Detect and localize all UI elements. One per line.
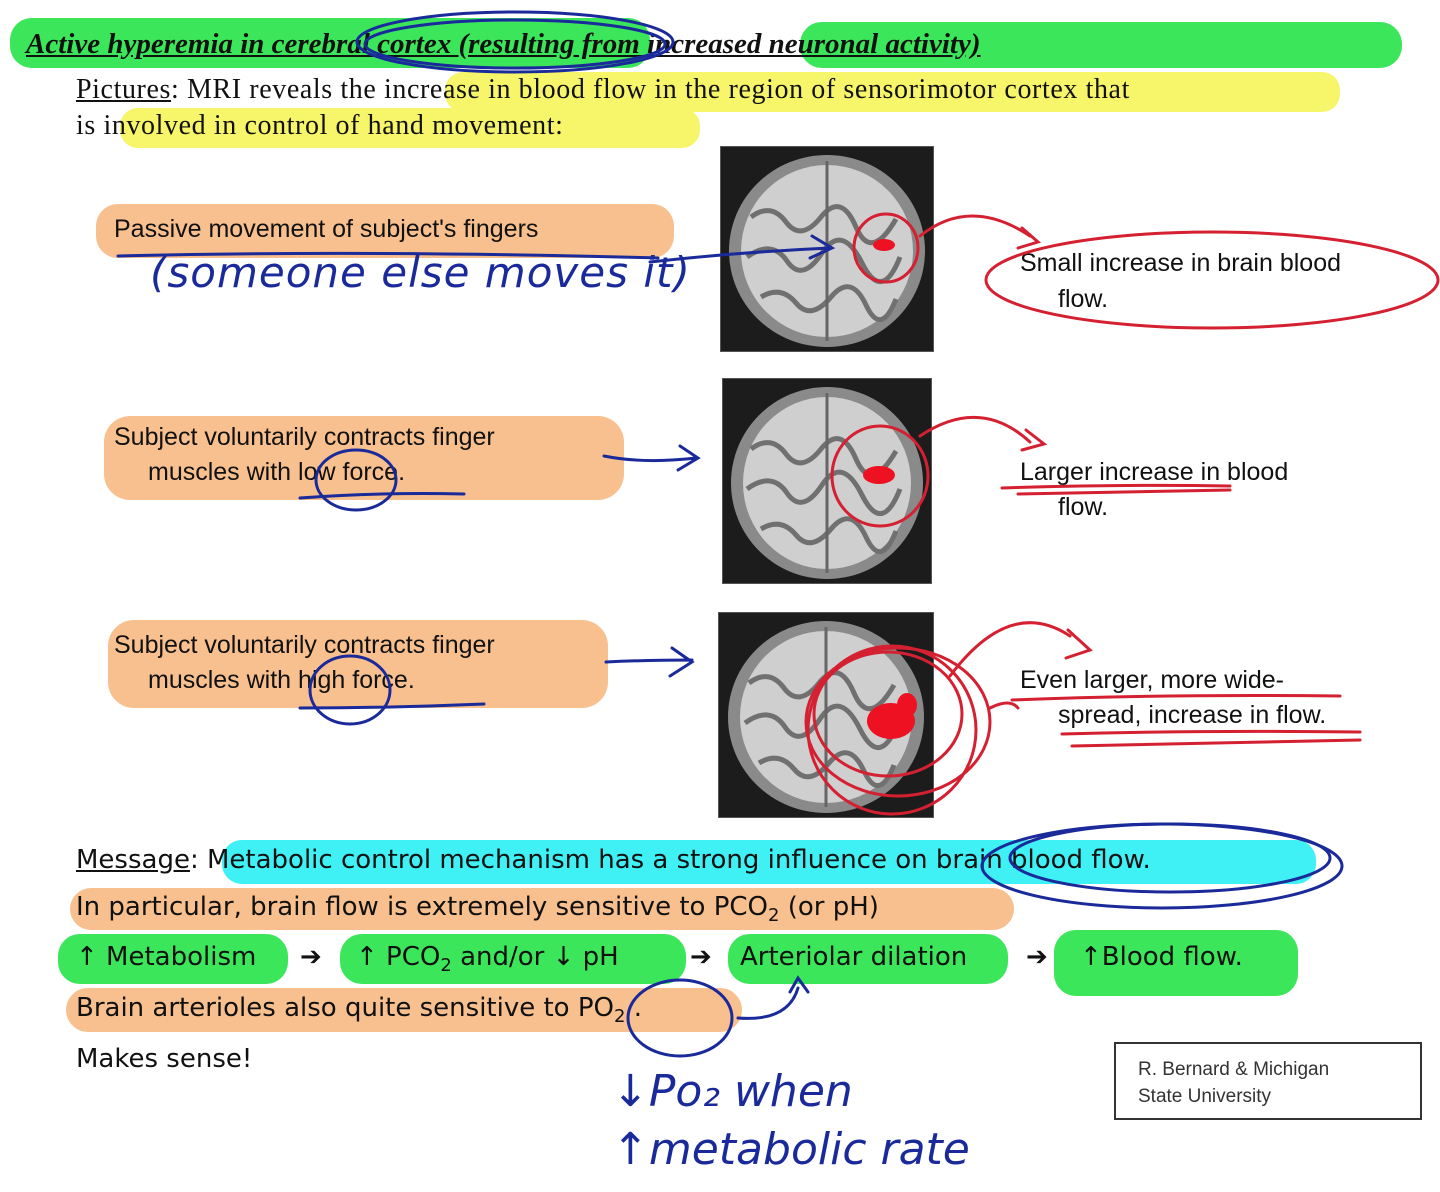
- chain-step-2: ↑ PCO2 and/or ↓ pH: [356, 942, 619, 976]
- handwritten-note-po2-line-1: ↓Po₂ when: [612, 1066, 853, 1117]
- result-2-line-1: Larger increase in blood: [1020, 458, 1289, 486]
- blue-arrow-po2-to-dilation: [736, 975, 810, 1020]
- pictures-line-2: is involved in control of hand movement:: [76, 110, 564, 141]
- arterioles-end: .: [625, 993, 642, 1023]
- result-1-line-1: Small increase in brain blood: [1020, 249, 1342, 277]
- handwritten-note-someone-else: (someone else moves it): [150, 248, 691, 297]
- intro-highlight-2: [120, 108, 700, 148]
- chain-arrow-3: ➔: [1026, 942, 1048, 972]
- condition-3-line-1: Subject voluntarily contracts finger: [114, 631, 495, 659]
- message-label: Message: [76, 845, 190, 875]
- condition-3-line-2: muscles with high force.: [148, 666, 415, 694]
- intro-highlight-1: [445, 72, 1340, 112]
- chain-arrow-2: ➔: [690, 942, 712, 972]
- chain-step-1: ↑ Metabolism: [76, 942, 257, 972]
- mri-image-high-force: [718, 612, 934, 818]
- particular-subscript: 2: [768, 905, 780, 927]
- particular-end: (or pH): [779, 892, 879, 922]
- result-1-line-2: flow.: [1058, 285, 1109, 313]
- condition-2-line-1: Subject voluntarily contracts finger: [114, 423, 495, 451]
- chain-step-1-highlight: [58, 934, 288, 984]
- mri-image-low-force: [722, 378, 932, 584]
- page-title: Active hyperemia in cerebral cortex (res…: [26, 28, 981, 60]
- arterioles-subscript: 2: [614, 1006, 626, 1028]
- chain-step-2-subscript: 2: [440, 955, 452, 977]
- condition-2-line-2: muscles with low force.: [148, 458, 406, 486]
- chain-step-4: ↑Blood flow.: [1080, 942, 1243, 972]
- chain-step-2-highlight: [340, 934, 686, 984]
- pictures-text-1: : MRI reveals the increase in blood flow…: [171, 74, 1130, 105]
- arterioles-line: Brain arterioles also quite sensitive to…: [76, 993, 642, 1027]
- credit-line-1: R. Bernard & Michigan: [1138, 1059, 1330, 1080]
- result-2-line-2: flow.: [1058, 493, 1109, 521]
- chain-step-3: Arteriolar dilation: [740, 942, 968, 972]
- condition-1-line-1: Passive movement of subject's fingers: [114, 215, 539, 243]
- credit-box: R. Bernard & Michigan State University: [1114, 1042, 1422, 1120]
- message-line: Message: Metabolic control mechanism has…: [76, 845, 1151, 875]
- red-arrow-passive: [918, 214, 1042, 250]
- message-text: : Metabolic control mechanism has a stro…: [189, 845, 1151, 875]
- particular-text: In particular, brain flow is extremely s…: [76, 892, 768, 922]
- result-3-line-2: spread, increase in flow.: [1058, 701, 1327, 729]
- chain-arrow-1: ➔: [300, 942, 322, 972]
- chain-step-4-highlight: [1054, 930, 1298, 996]
- arterioles-text: Brain arterioles also quite sensitive to…: [76, 993, 614, 1023]
- particular-highlight: [70, 888, 1014, 930]
- red-arrow-low: [918, 416, 1048, 452]
- title-highlight-right: [800, 22, 1402, 68]
- chain-step-2-b: and/or ↓ pH: [451, 942, 619, 972]
- mri-image-passive: [720, 146, 934, 352]
- makes-sense-text: Makes sense!: [76, 1044, 253, 1074]
- handwritten-note-po2-line-2: ↑metabolic rate: [612, 1124, 970, 1175]
- particular-line: In particular, brain flow is extremely s…: [76, 892, 879, 926]
- pictures-label: Pictures: [76, 74, 172, 105]
- chain-step-2-a: ↑ PCO: [356, 942, 441, 972]
- result-3-line-1: Even larger, more wide-: [1020, 666, 1285, 694]
- pictures-line-1: Pictures: MRI reveals the increase in bl…: [76, 74, 1130, 106]
- condition-1-highlight: [96, 204, 674, 258]
- blue-arrow-high: [604, 646, 695, 678]
- red-arrow-high-2: [988, 701, 1020, 710]
- credit-line-2: State University: [1138, 1086, 1272, 1107]
